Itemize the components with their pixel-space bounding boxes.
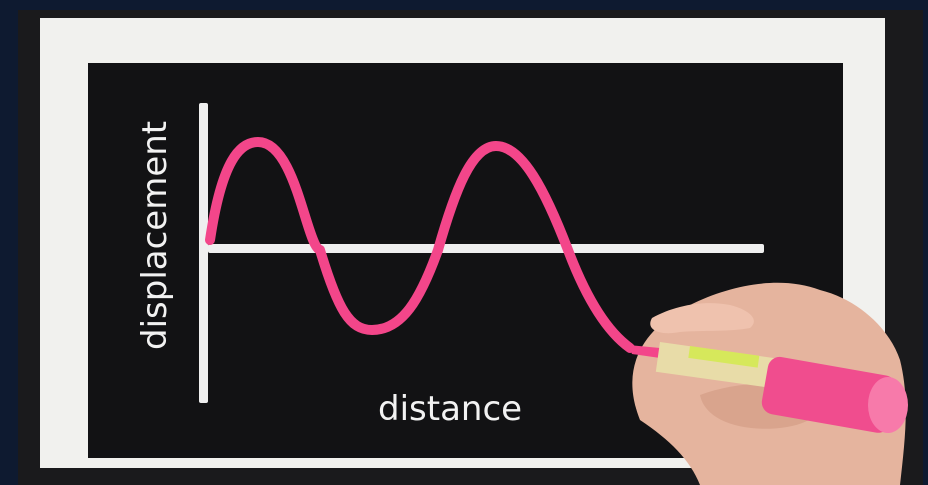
- horizontal-axis: [208, 244, 764, 253]
- pink-chalk-marker: [628, 342, 908, 433]
- vertical-axis-label: displacement: [135, 121, 175, 350]
- sine-wave: [205, 137, 635, 353]
- horizontal-axis-label: distance: [378, 389, 522, 429]
- vertical-axis: [199, 103, 208, 403]
